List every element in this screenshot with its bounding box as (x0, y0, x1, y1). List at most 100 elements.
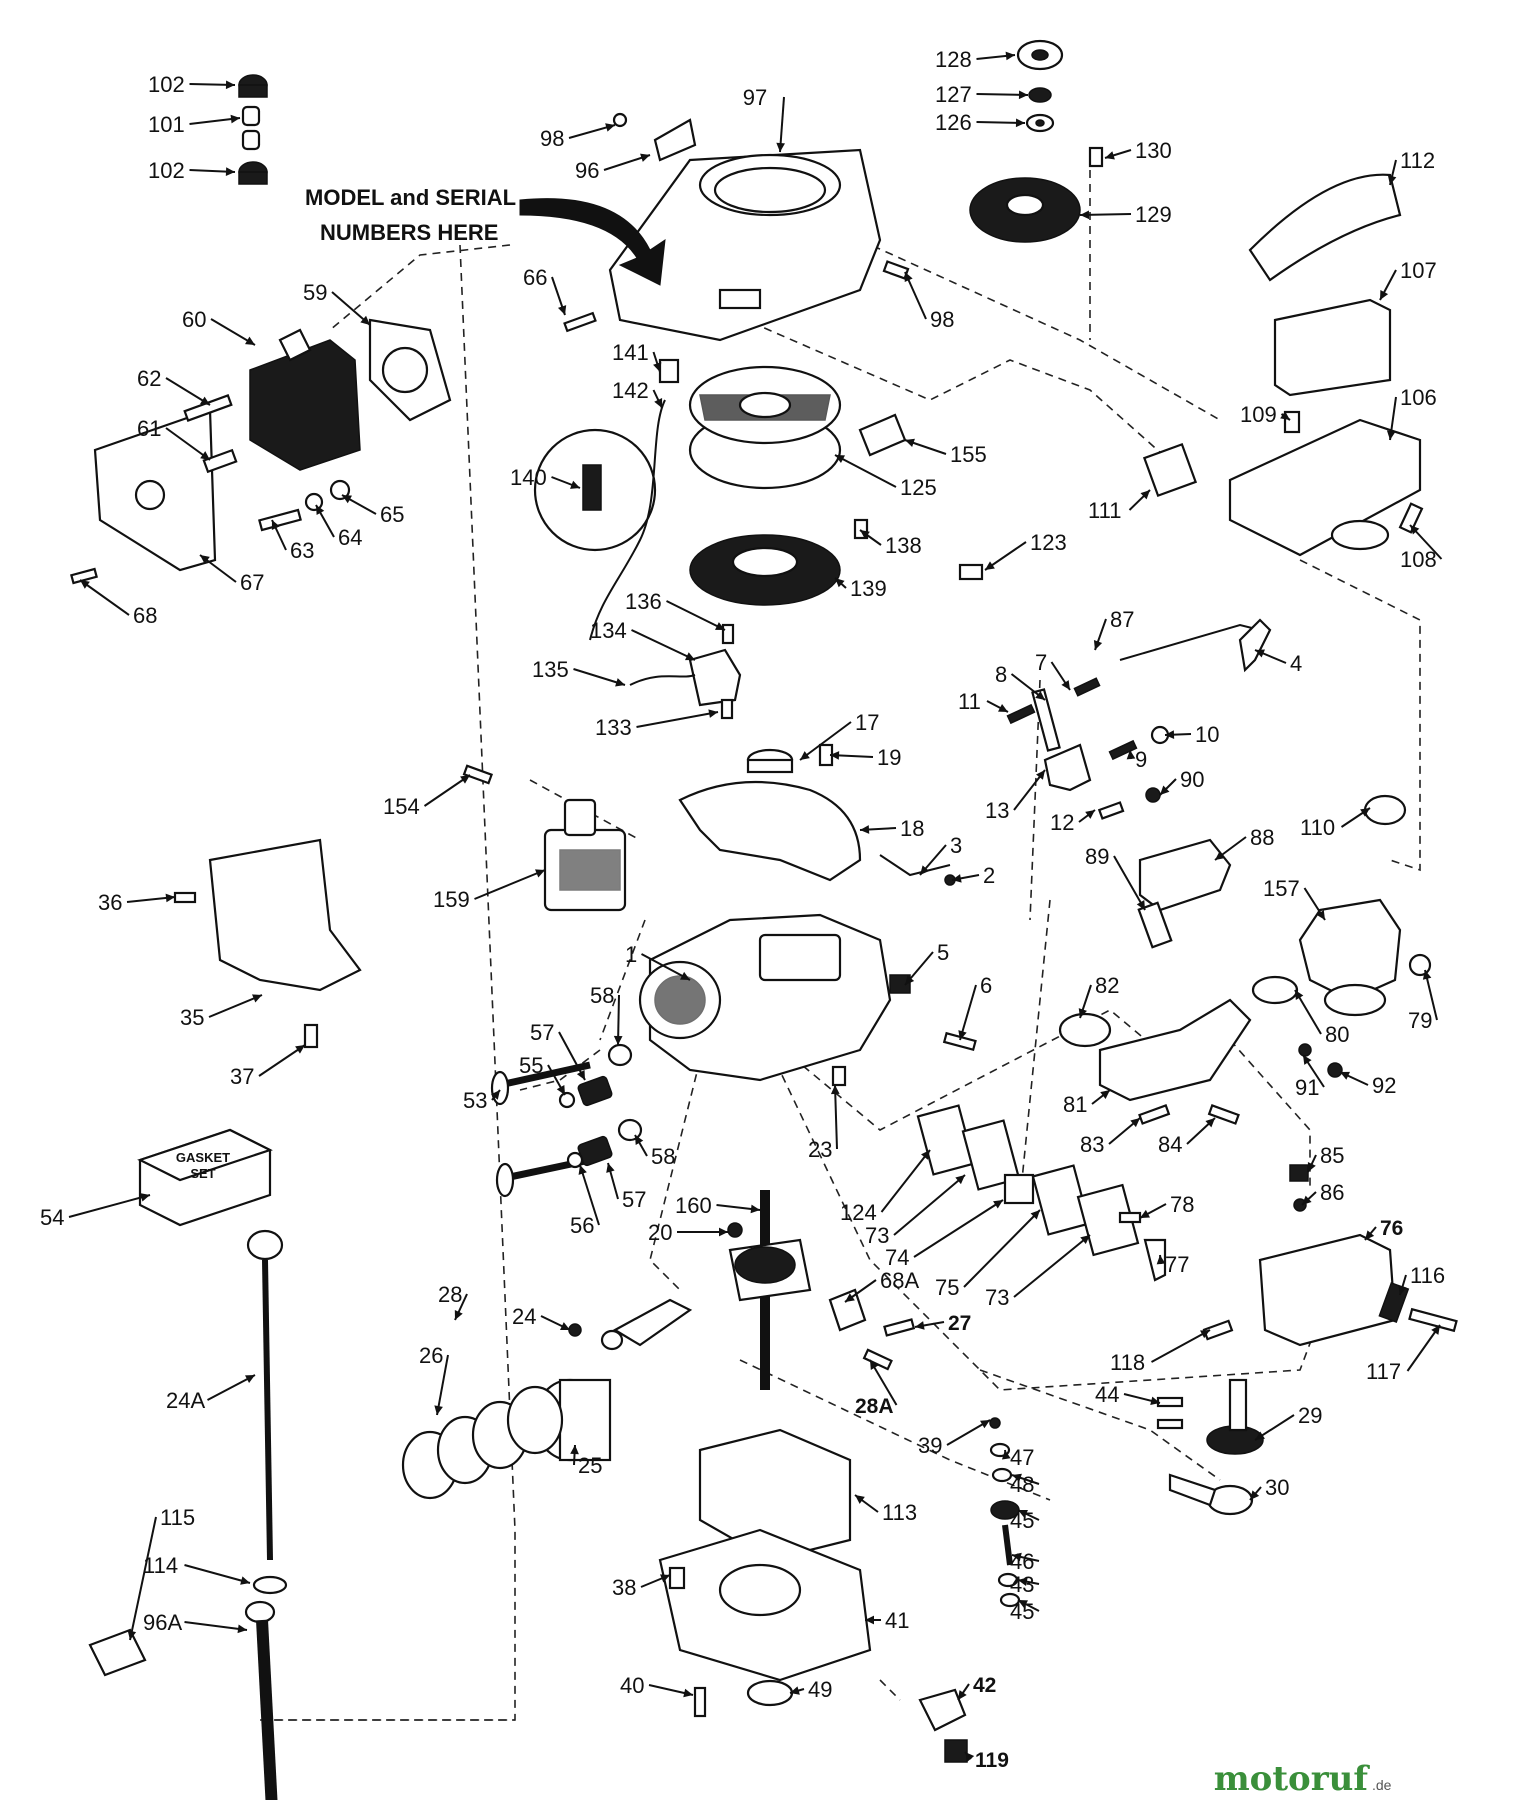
part-label-113: 113 (882, 1500, 917, 1525)
leader-arrowhead-96 (640, 153, 650, 162)
leader-arrowhead-20 (718, 1227, 728, 1237)
screw-part-37 (303, 1023, 319, 1049)
leader-arrowhead-97 (776, 142, 785, 152)
leader-arrowhead-117 (1431, 1325, 1440, 1335)
part-label-138: 138 (885, 533, 922, 558)
leader-arrowhead-43 (1018, 1577, 1028, 1586)
part-label-64: 64 (338, 525, 362, 550)
seal-part-42 (746, 1679, 794, 1707)
washers-64-65 (304, 479, 351, 512)
leader-line-133 (636, 711, 719, 728)
intake-manifold-81 (1098, 998, 1252, 1102)
part-label-68: 68 (133, 603, 157, 628)
cylinder-head-60 (249, 328, 361, 471)
leader-arrowhead-30 (1250, 1490, 1260, 1500)
leader-arrowhead-107 (1380, 290, 1389, 300)
leader-arrowhead-160 (750, 1204, 760, 1214)
gasket-set-160 (137, 1128, 273, 1227)
part-shapes (70, 39, 1458, 1800)
leader-arrowhead-155 (905, 438, 915, 448)
leader-arrowhead-59 (360, 315, 370, 325)
gasket-part-73b (1031, 1164, 1091, 1236)
leader-arrowhead-96A (237, 1624, 247, 1634)
leader-arrowhead-108 (1410, 525, 1420, 535)
leader-line-26 (436, 1354, 449, 1416)
leader-arrowhead-80 (1295, 990, 1304, 1000)
leader-arrowhead-44 (1150, 1396, 1160, 1406)
gasket-set-line-1: GASKET (176, 1150, 230, 1165)
watermark-text: motoruf (1214, 1759, 1371, 1799)
leader-arrowhead-55 (556, 1085, 565, 1095)
part-label-23: 23 (808, 1137, 832, 1162)
bushing-part-17 (746, 748, 794, 774)
leader-lines (68, 51, 1443, 1762)
leader-line-96A (184, 1621, 248, 1631)
leader-arrowhead-127 (1018, 90, 1028, 100)
bolt-part-63 (258, 508, 302, 532)
filter-part-107 (1273, 298, 1392, 397)
leader-arrowhead-60 (245, 336, 255, 345)
part-label-157: 157 (1263, 876, 1300, 901)
leader-arrowhead-74 (993, 1200, 1003, 1209)
part-label-41: 41 (885, 1608, 909, 1633)
washer-part-126 (1025, 113, 1055, 133)
leader-arrowhead-119 (965, 1752, 975, 1762)
detail-circle-140 (533, 428, 657, 552)
part-label-2: 2 (983, 863, 995, 888)
part-label-62: 62 (137, 366, 161, 391)
cap-part-102b (238, 161, 268, 185)
leader-arrowhead-106 (1386, 430, 1396, 440)
leader-arrowhead-40 (683, 1688, 693, 1698)
leader-arrowhead-37 (295, 1045, 305, 1054)
leader-line-134 (631, 629, 696, 661)
leader-arrowhead-109 (1280, 411, 1290, 420)
starter-motor-159 (543, 798, 627, 912)
part-label-74: 74 (885, 1245, 909, 1270)
cover-part-112 (1248, 173, 1402, 282)
leader-arrowhead-38 (660, 1574, 670, 1583)
leader-arrowhead-90 (1160, 785, 1170, 795)
screw-part-36 (173, 891, 197, 904)
leader-arrowhead-18 (860, 825, 870, 834)
leader-arrowhead-102 (225, 167, 235, 176)
ignition-module-134 (688, 648, 742, 707)
part-label-106: 106 (1400, 385, 1437, 410)
spring-part-11 (1006, 703, 1036, 725)
leader-arrowhead-112 (1387, 175, 1397, 185)
leader-arrowhead-23 (830, 1085, 840, 1095)
note-line-2: NUMBERS HERE (320, 220, 498, 245)
leader-arrowhead-7 (1061, 680, 1070, 690)
leader-line-1 (641, 953, 691, 981)
leader-line-89 (1113, 855, 1146, 911)
leader-line-54 (68, 1194, 151, 1218)
part-label-85: 85 (1320, 1143, 1344, 1168)
leader-line-74 (913, 1199, 1004, 1258)
part-label-86: 86 (1320, 1180, 1344, 1205)
part-label-13: 13 (985, 798, 1009, 823)
part-label-44: 44 (1095, 1382, 1119, 1407)
part-label-134: 134 (590, 618, 627, 643)
part-label-30: 30 (1265, 1475, 1289, 1500)
leader-arrowhead-11 (998, 703, 1008, 712)
blower-housing-97 (608, 148, 882, 342)
connecting-rod-27 (600, 1298, 693, 1351)
leader-arrowhead-63 (271, 520, 280, 530)
leader-arrowhead-110 (1360, 808, 1370, 817)
screw-part-28 (862, 1348, 893, 1371)
part-label-116: 116 (1410, 1263, 1445, 1288)
screw-part-154 (462, 764, 493, 785)
part-label-97: 97 (743, 85, 767, 110)
leader-arrowhead-19 (830, 751, 840, 760)
leader-arrowhead-154 (460, 775, 470, 784)
leader-arrowhead-82 (1078, 1008, 1087, 1018)
part-label-111: 111 (1088, 498, 1121, 523)
screws-part-29 (1156, 1396, 1184, 1430)
leader-arrowhead-134 (685, 652, 695, 661)
part-label-84: 84 (1158, 1132, 1182, 1157)
part-label-76: 76 (1380, 1217, 1403, 1240)
part-label-102: 102 (148, 72, 185, 97)
part-label-118: 118 (1110, 1350, 1145, 1375)
sleeve-part-101 (241, 105, 261, 151)
leader-arrowhead-47 (1001, 1450, 1011, 1460)
